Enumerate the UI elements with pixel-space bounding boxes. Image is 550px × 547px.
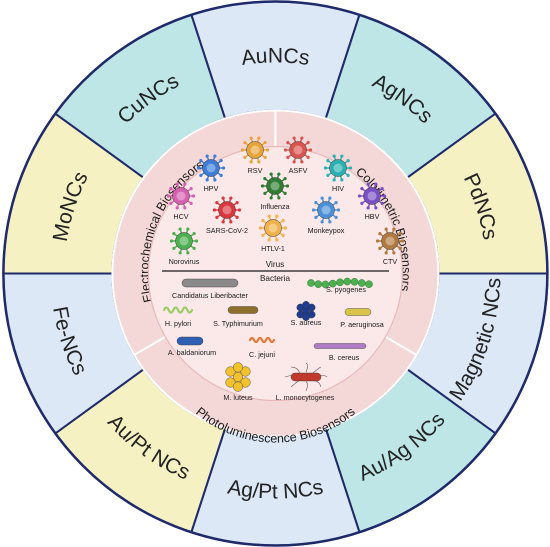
bacteria-icon [307,277,373,289]
bacteria-label: P. aeruginosa [340,320,383,329]
inner-ring-divider-left [133,336,166,356]
bacteria-label: M. luteus [223,393,253,402]
bacteria-label: S. aureus [291,318,322,327]
virus-label: HTLV-1 [261,244,285,253]
outer-segment-label: AuNCs [240,44,311,70]
bacteria-label: B. cereus [329,353,360,362]
virus-label: HBV [365,212,380,221]
virus-icon [311,196,341,224]
bacteria-icon [176,336,204,346]
bacteria-icon [313,343,367,349]
bacteria-label: S. pyogenes [326,285,366,294]
bacteria-title: Bacteria [260,274,290,283]
bacteria-icon [248,336,276,344]
virus-label: Monkeypox [308,226,345,235]
virus-label: Norovirus [169,257,200,266]
virus-icon [169,227,199,255]
bacteria-label: A. baldaniorum [168,348,216,357]
virus-label: HIV [332,184,344,193]
bacteria-icon [227,306,259,314]
virus-label: CTV [383,257,398,266]
bacteria-icon [225,362,251,392]
bacteria-icon [181,278,239,288]
virus-icon [166,182,196,210]
virus-label: RSV [248,166,263,175]
bacteria-icon [296,301,316,321]
virus-label: ASFV [289,166,308,175]
virus-label: HPV [204,184,219,193]
virus-icon [212,196,242,224]
virus-icon [283,136,313,164]
virus-title: Virus [266,260,285,269]
virus-label: Influenza [260,202,289,211]
bacteria-group: Candidatus Liberibacter S. pyogenes H. pyl… [162,277,384,402]
bacteria-label: Candidatus Liberibacter [172,291,249,300]
virus-icon [240,136,270,164]
bacteria-icon [162,306,194,314]
bacteria-icon [284,362,328,392]
virus-icon [357,182,387,210]
bacteria-icon [344,308,372,316]
virus-icon [323,154,353,182]
inner-ring-divider-right [385,336,418,356]
virus-label: HCV [173,212,188,221]
bacteria-label: H. pylori [165,319,192,328]
virus-label: SARS-CoV-2 [206,226,248,235]
virus-icon [375,227,405,255]
virus-icon [196,154,226,182]
bacteria-label: C. jejuni [249,350,275,359]
bacteria-label: L. monocytogenes [276,393,335,402]
virus-icon [260,172,290,200]
virus-icon [258,214,288,242]
bacteria-label: S. Typhimurium [213,319,263,328]
